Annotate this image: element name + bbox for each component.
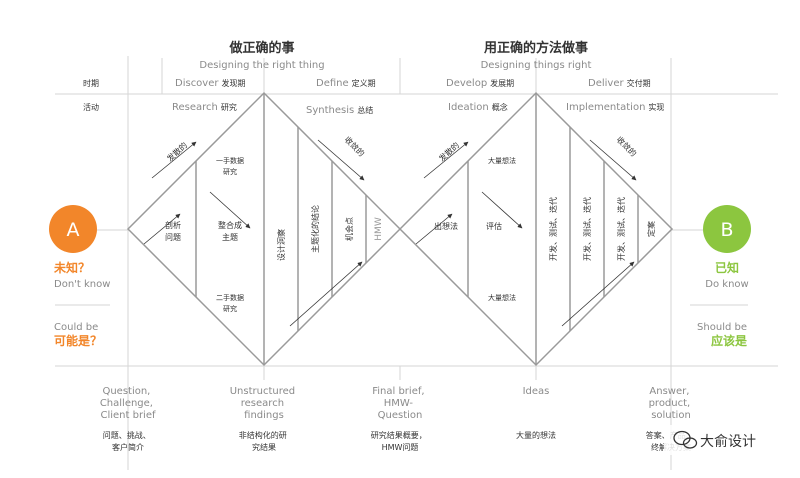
header-right-subtitle: Designing things right bbox=[481, 60, 592, 71]
diverge-arrow-1 bbox=[151, 141, 197, 179]
converge-label-2: 收敛的 bbox=[615, 134, 639, 158]
wechat-icon bbox=[673, 430, 698, 449]
converge-label-1: 收敛的 bbox=[343, 134, 367, 158]
structured-conclusion-label: 主题化的结论 bbox=[310, 205, 320, 253]
grid-lines bbox=[55, 56, 778, 470]
end-circle-letter: B bbox=[720, 219, 733, 241]
flow-arrows bbox=[143, 139, 637, 327]
iterate-label-3: 开发、测试、迭代 bbox=[616, 197, 626, 261]
output-3: Final brief, HMW- Question 研究结果概要， HMW问题 bbox=[371, 386, 430, 452]
hmw-label: HMW bbox=[374, 217, 384, 241]
diverge-label-1: 发散的 bbox=[165, 140, 190, 163]
svg-text:非结构化的研 究结果: 非结构化的研 究结果 bbox=[239, 430, 290, 452]
diamond-2 bbox=[398, 91, 674, 367]
header-left-title: 做正确的事 bbox=[228, 40, 294, 56]
watermark: 大俞设计 bbox=[664, 425, 794, 455]
watermark-text: 大俞设计 bbox=[700, 433, 756, 450]
svg-text:Final brief, HMW-: Final brief, HMW- Question bbox=[372, 386, 428, 421]
many-ideas-bottom-label: 大量想法 bbox=[488, 293, 516, 302]
opportunity-label: 机会点 bbox=[344, 217, 354, 241]
many-ideas-top-label: 大量想法 bbox=[488, 156, 516, 165]
design-insight-label: 设计洞察 bbox=[276, 229, 286, 261]
diverge-arrow-2 bbox=[423, 141, 469, 179]
converge-arrow-1 bbox=[317, 139, 365, 181]
output-2: Unstructured research findings 非结构化的研 究结… bbox=[230, 386, 299, 452]
svg-text:大量的想法: 大量的想法 bbox=[516, 430, 556, 440]
analyze-problem-label: 剖析问题 bbox=[165, 220, 181, 242]
arrow-d1-lower bbox=[143, 213, 181, 245]
arrow-d2-lower bbox=[415, 213, 453, 245]
finalize-label: 定案 bbox=[646, 221, 656, 237]
arrow-d1-right bbox=[289, 261, 363, 327]
output-1: Question, Challenge, Client brief 问题、挑战、… bbox=[100, 386, 156, 452]
secondary-research-label: 二手数据研究 bbox=[216, 293, 244, 313]
iterate-label-2: 开发、测试、迭代 bbox=[582, 197, 592, 261]
svg-text:Question, Challenge,: Question, Challenge, Client brief bbox=[100, 386, 156, 421]
converge-arrow-2 bbox=[589, 139, 637, 181]
header-right-title: 用正确的方法做事 bbox=[483, 40, 588, 56]
svg-text:问题、挑战、 客户简介: 问题、挑战、 客户简介 bbox=[103, 430, 154, 452]
output-4: Ideas 大量的想法 bbox=[516, 386, 556, 440]
start-unknown: 未知？ bbox=[53, 260, 90, 275]
row-label-activity: 活动 bbox=[83, 102, 99, 112]
svg-text:研究结果概要， HMW问题: 研究结果概要， HMW问题 bbox=[371, 430, 430, 452]
end-known: 已知 bbox=[715, 260, 739, 275]
ideas-out-label: 出想法 bbox=[434, 221, 458, 231]
evaluate-label: 评估 bbox=[486, 221, 502, 231]
start-circle bbox=[49, 205, 97, 253]
header-left-subtitle: Designing the right thing bbox=[199, 60, 324, 71]
svg-text:Answer, product, s: Answer, product, solution bbox=[649, 386, 694, 421]
start-could-be-zh: 可能是？ bbox=[54, 333, 102, 348]
start-unknown-en: Don't know bbox=[54, 279, 110, 290]
arrow-d2-upper bbox=[481, 191, 523, 229]
end-should-be: Should be bbox=[697, 322, 747, 333]
row-label-phase: 时期 bbox=[83, 78, 99, 88]
iterate-label-1: 开发、测试、迭代 bbox=[548, 197, 558, 261]
primary-research-label: 一手数据研究 bbox=[216, 156, 244, 176]
arrow-d1-upper bbox=[209, 191, 251, 229]
end-should-be-zh: 应该是 bbox=[711, 333, 748, 348]
start-circle-letter: A bbox=[67, 219, 80, 241]
svg-text:Ideas: Ideas bbox=[523, 386, 550, 397]
end-known-en: Do know bbox=[705, 279, 748, 290]
integrate-theme-label: 整合成主题 bbox=[218, 220, 242, 242]
end-circle bbox=[703, 205, 751, 253]
start-could-be: Could be bbox=[54, 322, 98, 333]
svg-text:Unstructured research: Unstructured research findings bbox=[230, 386, 299, 421]
diverge-label-2: 发散的 bbox=[437, 140, 462, 163]
arrow-d2-right bbox=[561, 261, 635, 327]
